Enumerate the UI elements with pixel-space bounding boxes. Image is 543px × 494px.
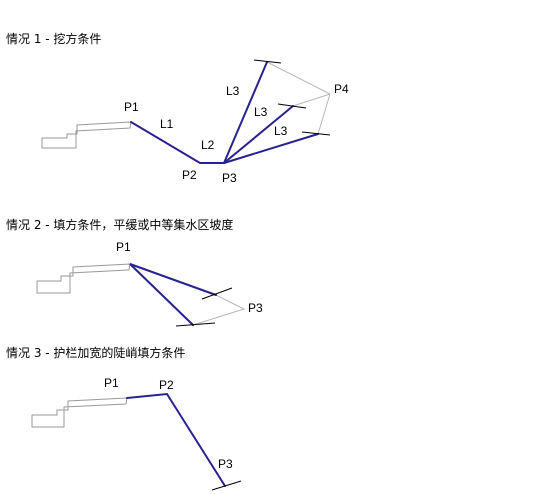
- case3-tick: [211, 480, 242, 491]
- case1-label-p4: P4: [334, 82, 349, 96]
- case2-guide-line: [192, 294, 246, 326]
- case1-slope-line-lower: [223, 133, 319, 164]
- case2-label-p3: P3: [248, 301, 263, 315]
- case2-title: 情况 2 - 填方条件，平缓或中等集水区坡度: [6, 217, 233, 232]
- case1-group: 情况 1 - 挖方条件 P1 L1 L2 P2 P3 L3 L3 L3 P4: [6, 31, 349, 185]
- case1-guide-middle: [292, 93, 331, 107]
- case1-main-line: [130, 121, 225, 164]
- case1-tick-lower: [301, 131, 331, 136]
- case3-label-p1: P1: [104, 376, 119, 390]
- case1-slope-line-middle: [223, 105, 294, 164]
- case3-roadway-section: [31, 397, 128, 428]
- case3-label-p2: P2: [159, 378, 174, 392]
- case1-tick-middle: [277, 103, 307, 109]
- case1-label-l3-lower: L3: [274, 124, 288, 138]
- case1-label-l2: L2: [201, 138, 215, 152]
- case1-label-p1: P1: [124, 100, 139, 114]
- case1-label-l3-middle: L3: [254, 105, 268, 119]
- case3-group: 情况 3 - 护栏加宽的陡峭填方条件 P1 P2 P3: [6, 345, 242, 491]
- case2-label-p1: P1: [116, 240, 131, 254]
- case3-main-line: [126, 392, 226, 487]
- case2-group: 情况 2 - 填方条件，平缓或中等集水区坡度 P1 P3: [6, 217, 263, 327]
- case1-label-p2: P2: [182, 168, 197, 182]
- case1-tick-upper: [253, 59, 282, 64]
- case1-label-l1: L1: [160, 117, 174, 131]
- case1-label-l3-upper: L3: [226, 84, 240, 98]
- case1-title: 情况 1 - 挖方条件: [6, 31, 101, 46]
- case2-tick-lower: [175, 322, 216, 327]
- case1-roadway-section: [41, 121, 132, 149]
- case3-label-p3: P3: [218, 457, 233, 471]
- case1-slope-line-upper: [223, 61, 268, 164]
- case2-main-line: [129, 263, 217, 326]
- case1-label-p3: P3: [222, 171, 237, 185]
- case3-title: 情况 3 - 护栏加宽的陡峭填方条件: [6, 345, 185, 360]
- case2-roadway-section: [36, 263, 131, 294]
- case2-tick-upper: [201, 287, 233, 300]
